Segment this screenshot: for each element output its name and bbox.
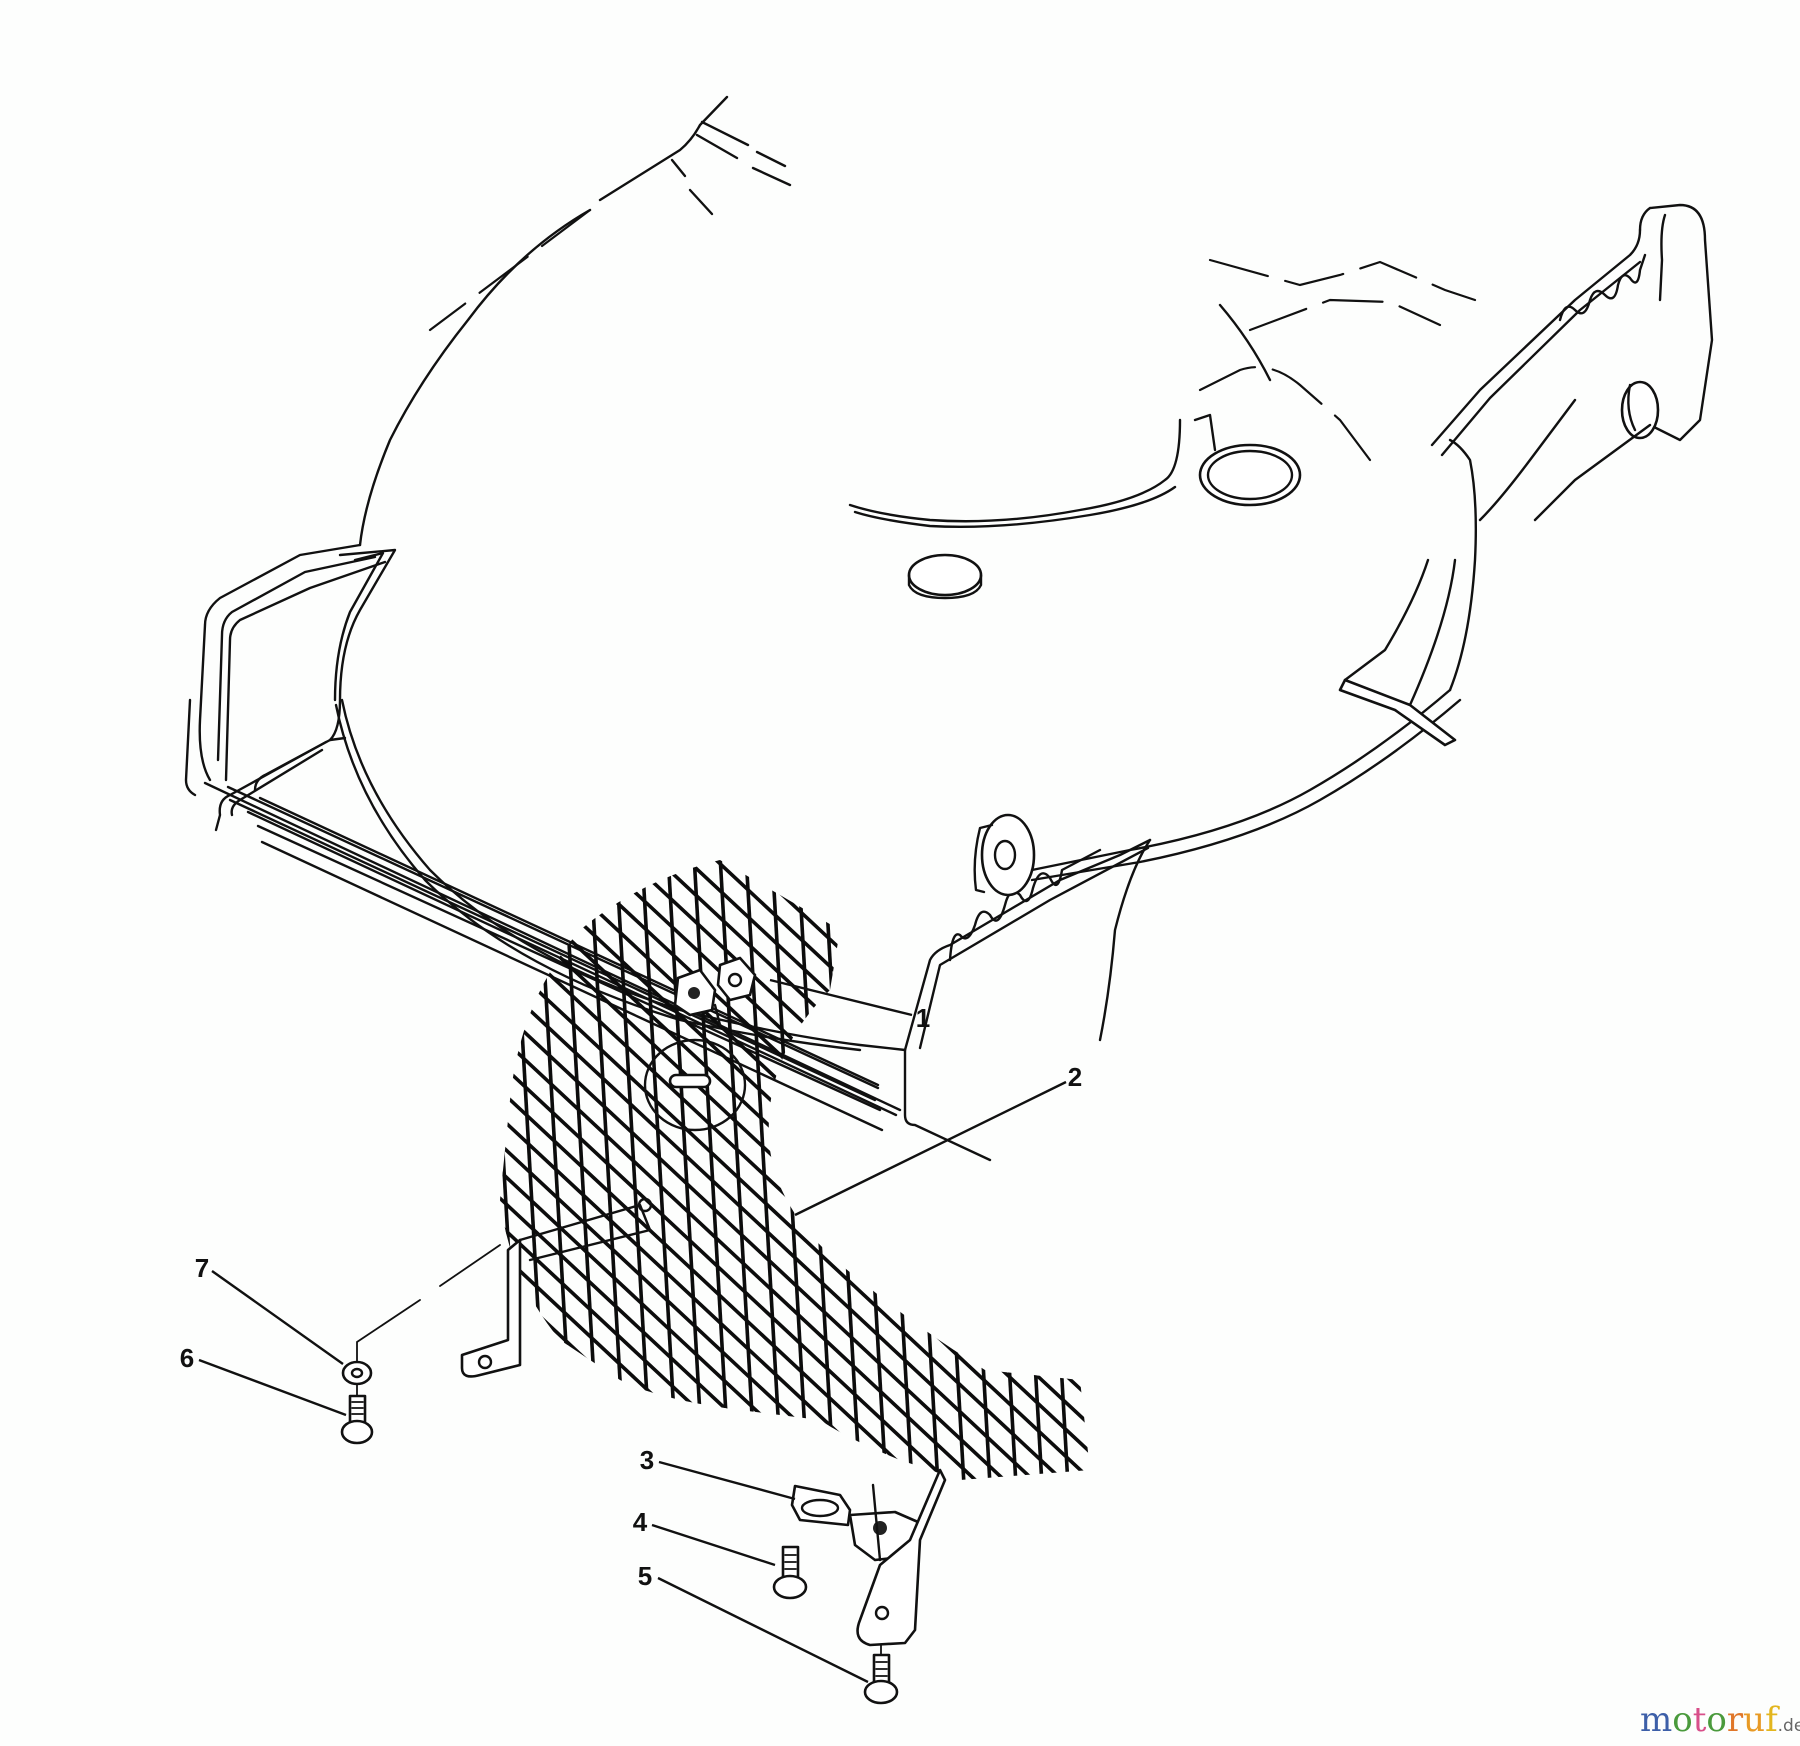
watermark-letter: r [1726, 1700, 1744, 1740]
mower-deck [184, 95, 1714, 1162]
callout-3: 3 [639, 1445, 655, 1475]
leader-lines [198, 978, 1067, 1684]
part-6-screw [340, 1384, 374, 1445]
watermark-letter: t [1692, 1700, 1707, 1740]
left-foot-bracket [460, 1197, 653, 1378]
part-7-washer [341, 1244, 501, 1386]
callout-6: 6 [179, 1343, 195, 1373]
watermark-letter: u [1743, 1700, 1766, 1740]
callout-7: 7 [194, 1253, 210, 1283]
right-foot-bracket [856, 1468, 947, 1647]
watermark-tld: .de [1777, 1716, 1800, 1736]
callout-2: 2 [1067, 1062, 1083, 1092]
watermark-logo: motoruf.de [1640, 1700, 1800, 1740]
watermark-letter: f [1765, 1700, 1778, 1740]
part-4-screw [772, 1545, 808, 1600]
callout-5: 5 [637, 1561, 653, 1591]
part-1-bracket [673, 956, 757, 1027]
slotted-plate [643, 1038, 747, 1132]
part-5-screw [863, 1644, 899, 1705]
callout-4: 4 [632, 1507, 648, 1537]
watermark-letter: o [1706, 1700, 1727, 1740]
watermark-letter: o [1672, 1700, 1693, 1740]
watermark-letter: m [1640, 1700, 1673, 1740]
callout-1: 1 [915, 1003, 931, 1033]
